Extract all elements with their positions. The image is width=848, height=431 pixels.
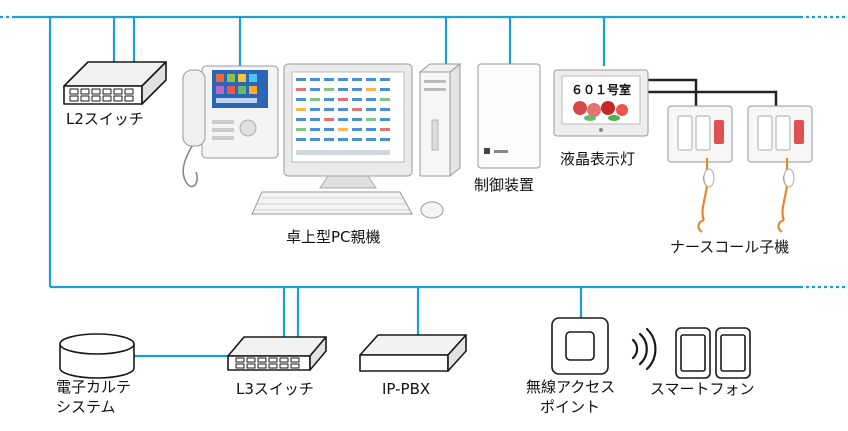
nurse-call-handset-label: ナースコール子機 [670, 238, 790, 256]
lcd-room-number: ６０１号室 [571, 82, 631, 97]
l3-switch-ports [235, 357, 300, 369]
l2-switch-ports [69, 88, 134, 102]
ehr-label-line2: システム [56, 398, 116, 416]
lcd-display-icon [553, 69, 649, 137]
smartphone-label: スマートフォン [650, 380, 755, 398]
nurse-call-unit-icon [747, 105, 813, 233]
ehr-database-icon [59, 333, 135, 379]
intercom-master-icon [182, 65, 279, 188]
wifi-signal-icon [631, 327, 657, 371]
desktop-pc-master-label: 卓上型PC親機 [286, 228, 381, 246]
ip-pbx-icon [359, 334, 467, 372]
pc-monitor-icon [283, 63, 413, 189]
wireless-ap-label-line2: ポイント [540, 398, 601, 416]
lcd-to-nurse-call-wire-2 [648, 90, 778, 106]
smartphone-icon [675, 327, 711, 379]
l2-switch-label: L2スイッチ [66, 110, 144, 128]
lcd-display-label: 液晶表示灯 [560, 150, 636, 168]
keyboard-icon [251, 191, 413, 215]
l3-switch-label: L3スイッチ [236, 380, 314, 398]
l3-switch-icon [227, 336, 327, 371]
l2-switch-icon [63, 61, 167, 105]
mouse-icon [420, 201, 444, 219]
nurse-call-unit-icon [667, 105, 733, 233]
ehr-label-line1: 電子カルテ [56, 378, 132, 396]
wireless-ap-icon [551, 317, 609, 375]
smartphone-icon [715, 327, 751, 379]
device-wires [648, 78, 778, 106]
wireless-ap-label-line1: 無線アクセス [526, 378, 616, 396]
lcd-to-nurse-call-wire-1 [648, 78, 698, 106]
controller-box-icon [477, 63, 541, 169]
pc-monitor-screen-grid [296, 78, 390, 155]
network-lines [0, 15, 848, 358]
controller-label: 制御装置 [474, 176, 535, 194]
ip-pbx-label: IP-PBX [382, 380, 431, 398]
pc-tower-icon [418, 62, 462, 178]
